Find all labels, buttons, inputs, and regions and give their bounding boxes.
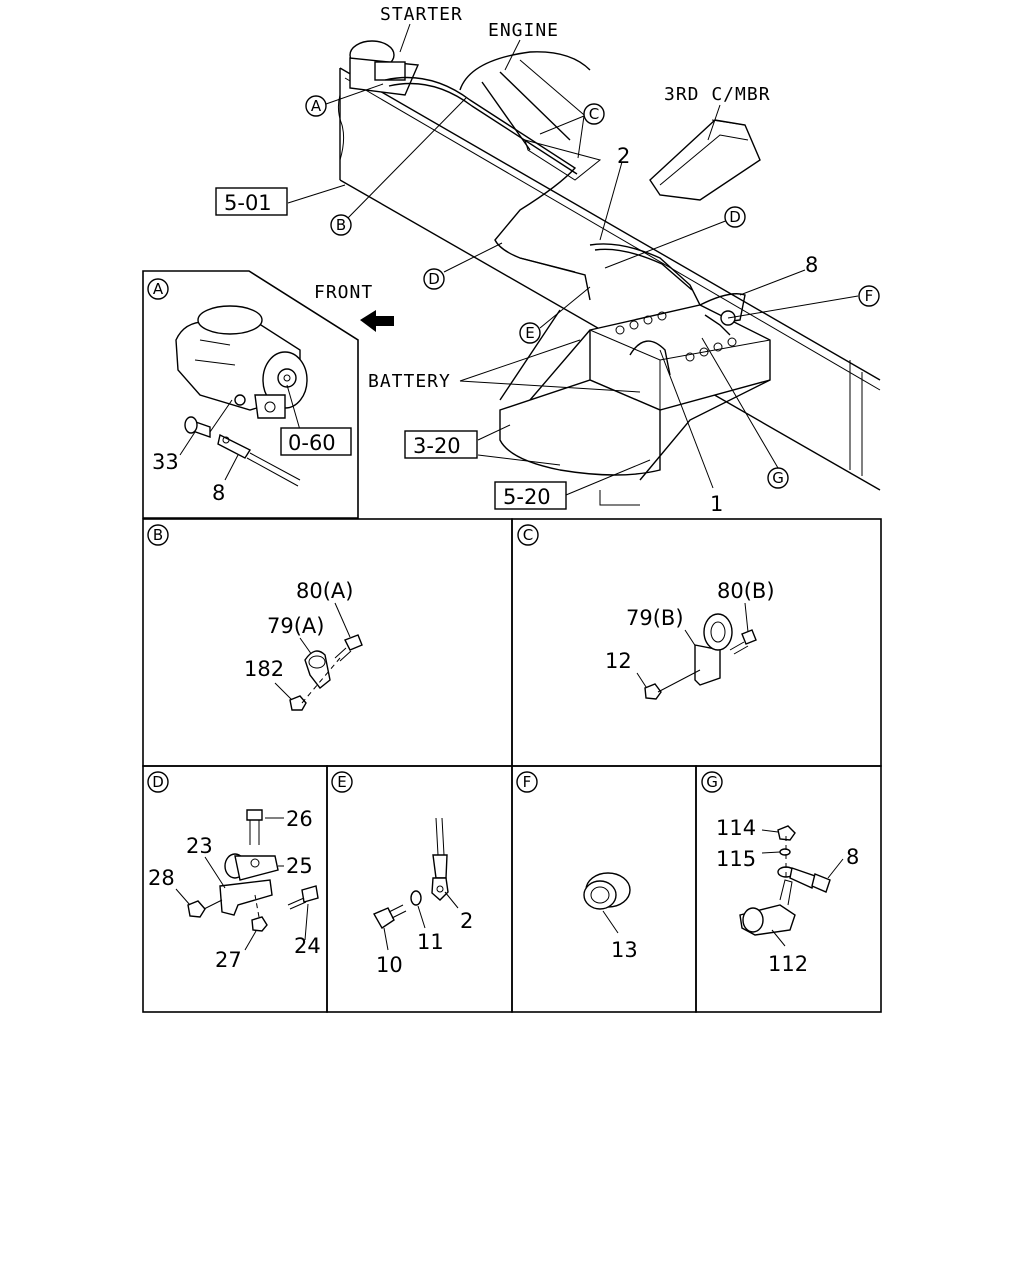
detail-c: C 80(B) 79(B) 12 (517, 524, 775, 700)
detail-g: G 114 115 8 112 (701, 771, 859, 976)
svg-text:B: B (153, 526, 163, 544)
starter-motor-overview (349, 40, 420, 96)
front-label: FRONT (314, 282, 373, 303)
front-arrow-icon (360, 310, 394, 332)
svg-text:C: C (523, 526, 533, 544)
detail-d: D 26 23 25 28 24 27 (147, 771, 321, 972)
part-114: 114 (716, 816, 756, 840)
svg-text:E: E (525, 324, 534, 342)
detail-a: A 0-60 33 8 (147, 278, 352, 505)
part-2-main: 2 (617, 144, 630, 168)
svg-text:D: D (428, 270, 440, 288)
callout-d-2: D (724, 206, 746, 228)
part-11: 11 (417, 930, 444, 954)
part-79a: 79(A) (267, 614, 324, 638)
part-80b: 80(B) (717, 579, 775, 603)
part-23: 23 (186, 834, 213, 858)
callout-g: G (767, 467, 789, 489)
part-80a: 80(A) (296, 579, 353, 603)
callout-d-1: D (423, 268, 445, 290)
svg-text:D: D (729, 208, 741, 226)
part-33: 33 (152, 450, 179, 474)
detail-a-tag: A (147, 278, 169, 300)
detail-e-tag: E (331, 771, 353, 793)
part-25: 25 (286, 854, 313, 878)
engine-label: ENGINE (488, 20, 559, 41)
detail-b-tag: B (147, 524, 169, 546)
part-8-main: 8 (805, 253, 818, 277)
ref-box-5-20: 5-20 (494, 481, 567, 510)
svg-text:F: F (523, 773, 532, 791)
svg-text:3-20: 3-20 (413, 434, 461, 458)
svg-text:E: E (337, 773, 346, 791)
callout-f: F (858, 285, 880, 307)
detail-c-tag: C (517, 524, 539, 546)
detail-f-tag: F (516, 771, 538, 793)
callout-a: A (305, 95, 327, 117)
member-label: 3RD C/MBR (664, 84, 771, 105)
callout-c: C (583, 103, 605, 125)
part-115: 115 (716, 847, 756, 871)
part-79b: 79(B) (626, 606, 684, 630)
svg-text:5-20: 5-20 (503, 485, 551, 509)
part-8-detail-g: 8 (846, 845, 859, 869)
main-overview: FRONT STARTER ENGINE 3RD C/MBR A (215, 4, 881, 516)
svg-text:A: A (153, 280, 164, 298)
part-182: 182 (244, 657, 284, 681)
svg-text:A: A (311, 97, 322, 115)
callout-e: E (519, 322, 541, 344)
part-10: 10 (376, 953, 403, 977)
part-12: 12 (605, 649, 632, 673)
svg-text:5-01: 5-01 (224, 191, 272, 215)
ref-box-3-20: 3-20 (404, 430, 478, 459)
detail-e: E 2 11 10 (331, 771, 473, 977)
part-24: 24 (294, 934, 321, 958)
starter-label: STARTER (380, 4, 463, 25)
ref-box-0-60: 0-60 (280, 427, 352, 456)
svg-text:F: F (865, 287, 874, 305)
part-1-main: 1 (710, 492, 723, 516)
part-2-detail-e: 2 (460, 909, 473, 933)
svg-text:C: C (589, 105, 599, 123)
callout-b: B (330, 214, 352, 236)
battery-label: BATTERY (368, 371, 451, 392)
detail-d-tag: D (147, 771, 169, 793)
part-112: 112 (768, 952, 808, 976)
svg-text:D: D (152, 773, 164, 791)
svg-text:G: G (772, 469, 784, 487)
svg-text:G: G (706, 773, 718, 791)
part-13: 13 (611, 938, 638, 962)
part-26: 26 (286, 807, 313, 831)
detail-g-tag: G (701, 771, 723, 793)
starter-motor-detail (175, 305, 308, 419)
detail-f: F 13 (516, 771, 638, 962)
ref-box-5-01: 5-01 (215, 187, 288, 216)
part-27: 27 (215, 948, 242, 972)
svg-text:0-60: 0-60 (288, 431, 336, 455)
battery-overview (499, 304, 771, 506)
part-28: 28 (148, 866, 175, 890)
detail-b: B 80(A) 79(A) 182 (147, 524, 363, 711)
part-8-detail-a: 8 (212, 481, 225, 505)
third-crossmember-overview (649, 119, 761, 201)
svg-text:B: B (336, 216, 346, 234)
